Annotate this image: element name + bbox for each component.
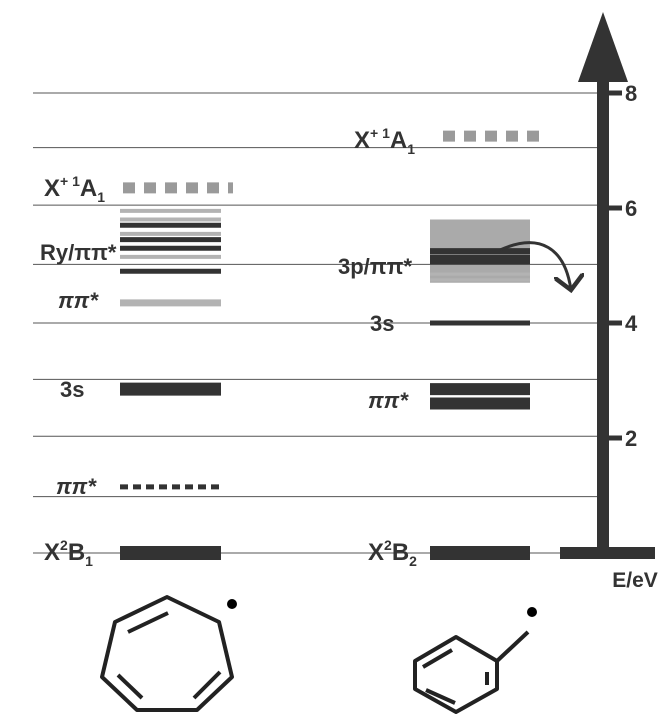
left-ion-state-label: X+ 1A1 (44, 173, 105, 205)
ring-double-bond (116, 673, 144, 700)
ring-double-bond (192, 670, 222, 700)
left-ry-label: Ry/ππ* (40, 240, 117, 265)
gridlines (33, 92, 598, 554)
left-ground-state-label: X2B1 (44, 537, 93, 569)
axis-tick-label: 2 (625, 426, 637, 451)
left-energy-levels (120, 182, 233, 560)
left-labels: X+ 1A1 Ry/ππ* ππ* 3s ππ* X2B1 (40, 173, 117, 569)
energy-axis: 2 4 6 8 E/eV (560, 12, 658, 592)
axis-ticks: 2 4 6 8 (609, 81, 638, 451)
left-pipi-lower-label: ππ* (56, 474, 97, 499)
axis-label: E/eV (612, 569, 658, 592)
ring-double-bond (421, 648, 454, 669)
right-ion-state-label: X+ 1A1 (354, 125, 415, 157)
axis-tick-label: 4 (625, 311, 638, 336)
side-bond (495, 630, 530, 663)
left-molecule-structure (100, 595, 237, 712)
radical-dot-icon (227, 599, 237, 609)
right-ground-state-label: X2B2 (368, 537, 417, 569)
radical-dot-icon (527, 607, 537, 617)
right-pipi-label: ππ* (368, 388, 409, 413)
axis-tick-label: 8 (625, 81, 637, 106)
relaxation-arrow (499, 241, 571, 290)
right-molecule-structure (413, 607, 537, 714)
left-pipi-upper-label: ππ* (58, 288, 99, 313)
axis-tick-label: 6 (625, 196, 637, 221)
right-labels: X+ 1A1 3p/ππ* 3s ππ* X2B2 (338, 125, 571, 569)
right-3s-label: 3s (370, 311, 394, 336)
right-3p-label: 3p/ππ* (338, 254, 412, 279)
ring-double-bond (127, 611, 169, 634)
seven-membered-ring (100, 595, 234, 712)
right-energy-levels (430, 130, 543, 560)
benzene-ring (413, 635, 499, 714)
ring-double-bond (425, 688, 456, 705)
axis-arrowhead (578, 12, 628, 82)
left-3s-label: 3s (60, 377, 84, 402)
